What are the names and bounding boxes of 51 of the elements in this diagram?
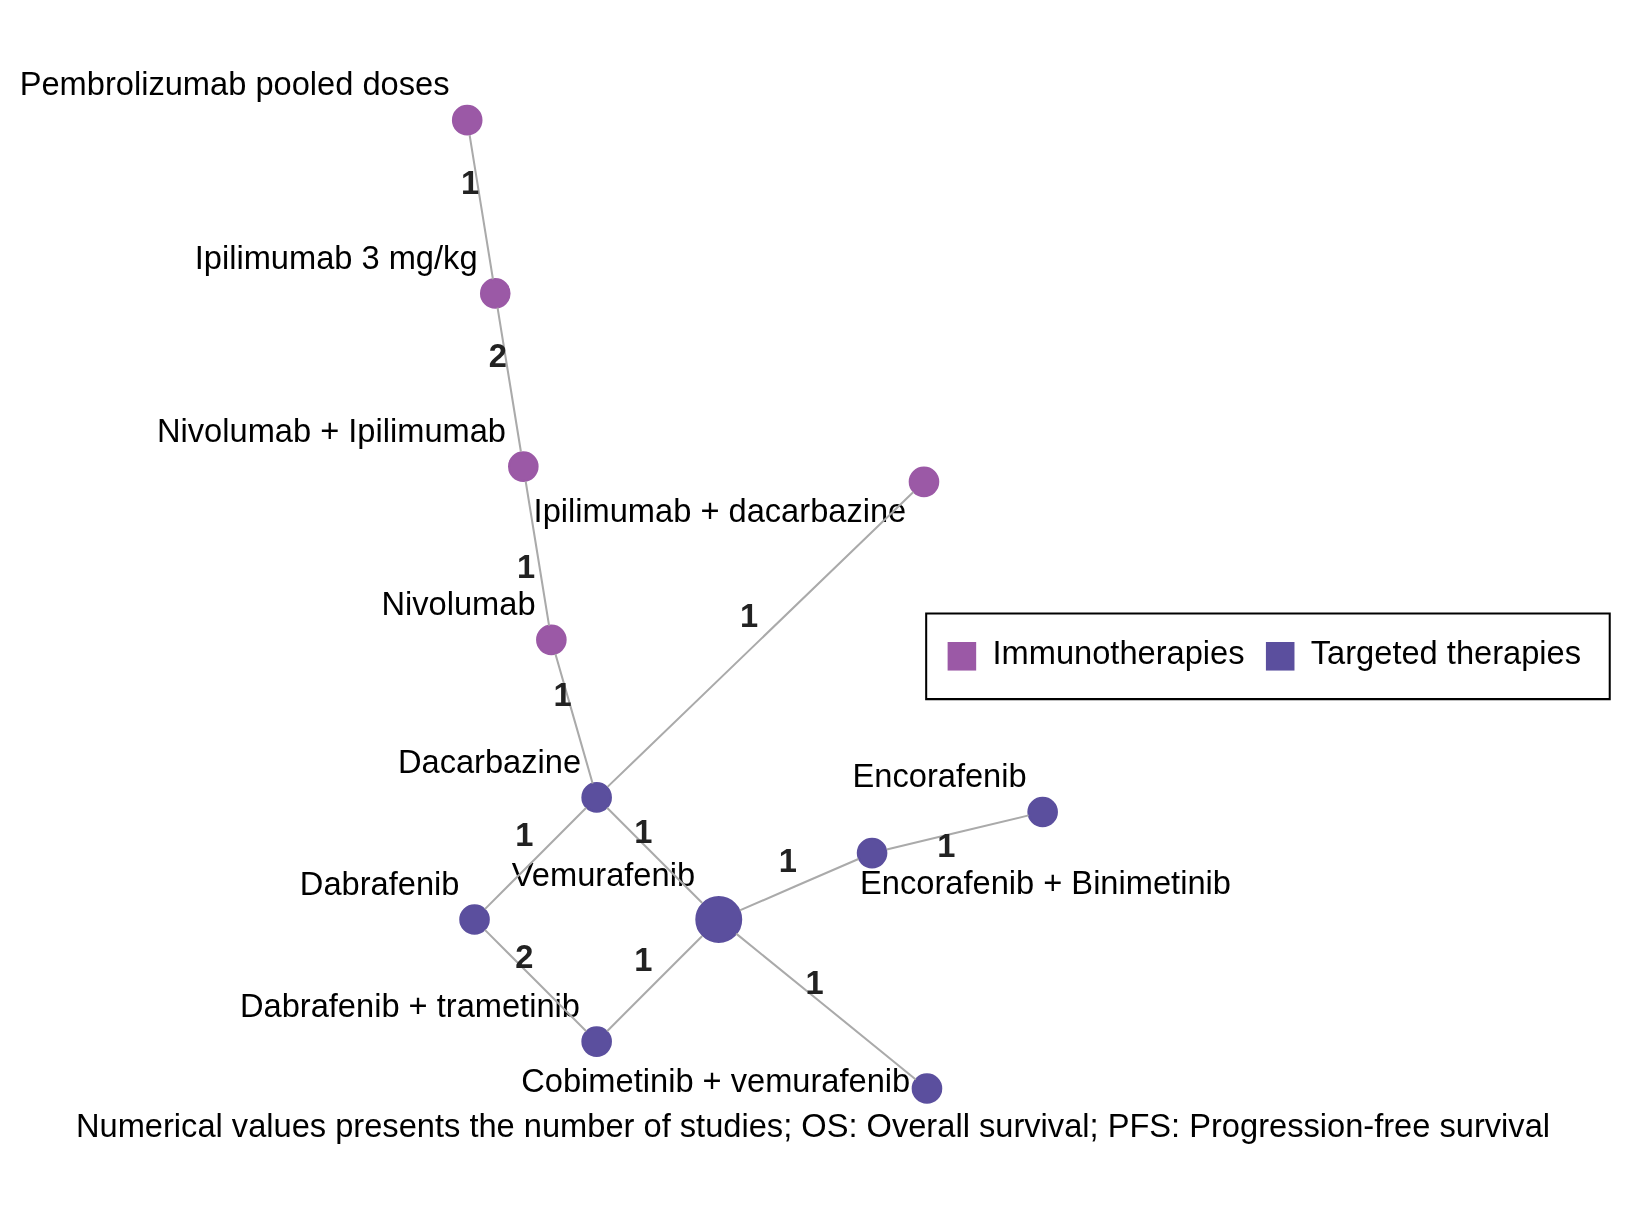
caption: Numerical values presents the number of studies; OS: Overall survival; PFS: Progression-free survival [75, 1106, 1551, 1144]
edge-label: 1 [553, 675, 572, 713]
node-label: Pembrolizumab pooled doses [19, 64, 450, 102]
node-label: Dacarbazine [397, 742, 582, 779]
node-circle [508, 450, 539, 482]
node-circle [911, 1072, 943, 1104]
node-label: Dabrafenib + trametinib [239, 986, 580, 1024]
node-label: Nivolumab [381, 584, 536, 622]
node-label: Dabrafenib [299, 864, 460, 902]
edge-label: 1 [805, 963, 824, 1001]
connector [739, 857, 859, 911]
connector [886, 813, 1029, 851]
edge-label: 1 [516, 547, 536, 585]
connector [468, 134, 494, 279]
node-label: Ipilimumab 3 mg/kg [194, 238, 478, 276]
node-label: Vemurafenib [511, 855, 696, 893]
edge-label: 2 [515, 937, 534, 975]
node-label: Nivolumab + Ipilimumab [156, 411, 507, 449]
edge-label: 1 [515, 815, 534, 853]
edge-label: 1 [778, 841, 797, 879]
node-circle [856, 837, 888, 868]
connector [606, 490, 915, 788]
connector [606, 934, 703, 1032]
connector [524, 480, 551, 626]
edge-label: 1 [634, 812, 653, 850]
connector [735, 932, 917, 1080]
legend-label: Targeted therapies [1310, 633, 1582, 671]
edge-label: 1 [937, 826, 956, 864]
node-label: Encorafenib + Binimetinib [860, 863, 1231, 901]
connector [484, 928, 587, 1032]
connector [554, 653, 594, 784]
edge-label: 2 [488, 336, 507, 374]
edge-label: 1 [634, 940, 653, 978]
edge-label: 1 [740, 596, 759, 634]
node-circle [581, 1025, 612, 1057]
node-circle [581, 781, 612, 813]
node-label: Cobimetinib + vemurafenib [521, 1061, 911, 1099]
node-circle [536, 624, 567, 655]
connector [606, 806, 703, 904]
connector [484, 806, 587, 910]
legend-label: Immunotherapies [992, 633, 1245, 671]
node-label: Ipilimumab + dacarbazine [533, 491, 907, 529]
node-circle [1027, 796, 1058, 827]
node-circle [459, 903, 490, 935]
node-circle [695, 895, 743, 943]
connector [496, 306, 522, 452]
node-circle [479, 277, 511, 309]
node-label: Encorafenib [852, 756, 1027, 794]
node-circle [451, 104, 483, 135]
edge-label: 1 [460, 163, 480, 201]
node-circle [908, 466, 940, 497]
